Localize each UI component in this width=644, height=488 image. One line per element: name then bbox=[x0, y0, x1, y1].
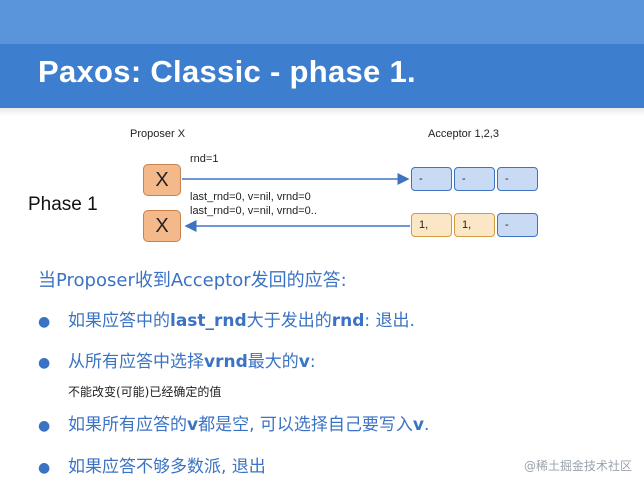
phase-label: Phase 1 bbox=[28, 194, 98, 215]
bullet-3-bold-b: v bbox=[412, 415, 424, 435]
section-heading: 当Proposer收到Acceptor发回的应答: bbox=[38, 270, 347, 291]
proposer-label: Proposer X bbox=[130, 128, 186, 140]
bullet-1-bold-b: rnd bbox=[331, 311, 365, 331]
request-message: rnd=1 bbox=[190, 153, 219, 165]
bullet-dot: ● bbox=[38, 355, 51, 371]
proposer-node-reply: X bbox=[143, 210, 181, 242]
bullet-dot: ● bbox=[38, 460, 51, 476]
bullet-dot: ● bbox=[38, 314, 51, 330]
acceptor-2-after: 1, bbox=[454, 213, 495, 237]
bullet-1-text-b: 大于发出的 bbox=[246, 311, 332, 331]
bullet-3-text-a: 如果所有应答的 bbox=[68, 415, 187, 435]
acceptor-3-before: - bbox=[497, 167, 538, 191]
bullet-2-bold-b: v bbox=[298, 352, 310, 372]
reply-message-2: last_rnd=0, v=nil, vrnd=0.. bbox=[190, 205, 317, 217]
bullet-1-text-a: 如果应答中的 bbox=[68, 311, 170, 331]
bullet-3-text-c: . bbox=[424, 415, 430, 435]
acceptor-1-before: - bbox=[411, 167, 452, 191]
slide-header: Paxos: Classic - phase 1. bbox=[0, 0, 644, 108]
bullet-2-note: 不能改变(可能)已经确定的值 bbox=[68, 385, 222, 399]
bullet-2: ● 从所有应答中选择vrnd最大的v: bbox=[38, 347, 316, 372]
bullet-3-bold-a: v bbox=[187, 415, 199, 435]
bullet-3-text-b: 都是空, 可以选择自己要写入 bbox=[198, 415, 413, 435]
bullet-2-bold-a: vrnd bbox=[204, 352, 248, 372]
bullet-1-text-c: : 退出. bbox=[364, 311, 415, 331]
proposer-node-request: X bbox=[143, 164, 181, 196]
header-band bbox=[0, 0, 644, 44]
acceptor-2-before: - bbox=[454, 167, 495, 191]
acceptor-1-after: 1, bbox=[411, 213, 452, 237]
acceptor-label: Acceptor 1,2,3 bbox=[428, 128, 499, 140]
bullet-3: ●如果所有应答的v都是空, 可以选择自己要写入v. bbox=[38, 410, 429, 435]
bullet-1-bold-a: last_rnd bbox=[170, 311, 247, 331]
bullet-4-text: 如果应答不够多数派, 退出 bbox=[68, 457, 266, 477]
bullet-1: ● 如果应答中的last_rnd大于发出的rnd: 退出. bbox=[38, 306, 415, 331]
bullet-2-text-b: 最大的 bbox=[247, 352, 299, 372]
header-shadow bbox=[0, 108, 644, 116]
watermark: @稀土掘金技术社区 bbox=[523, 459, 632, 473]
bullet-2-text-a: 从所有应答中选择 bbox=[68, 352, 204, 372]
slide-title: Paxos: Classic - phase 1. bbox=[38, 54, 416, 89]
acceptor-3-after: - bbox=[497, 213, 538, 237]
bullet-dot: ● bbox=[38, 418, 51, 434]
bullet-4: ● 如果应答不够多数派, 退出 bbox=[38, 452, 266, 477]
bullet-2-text-c: : bbox=[309, 352, 316, 372]
reply-message-1: last_rnd=0, v=nil, vrnd=0 bbox=[190, 191, 311, 203]
